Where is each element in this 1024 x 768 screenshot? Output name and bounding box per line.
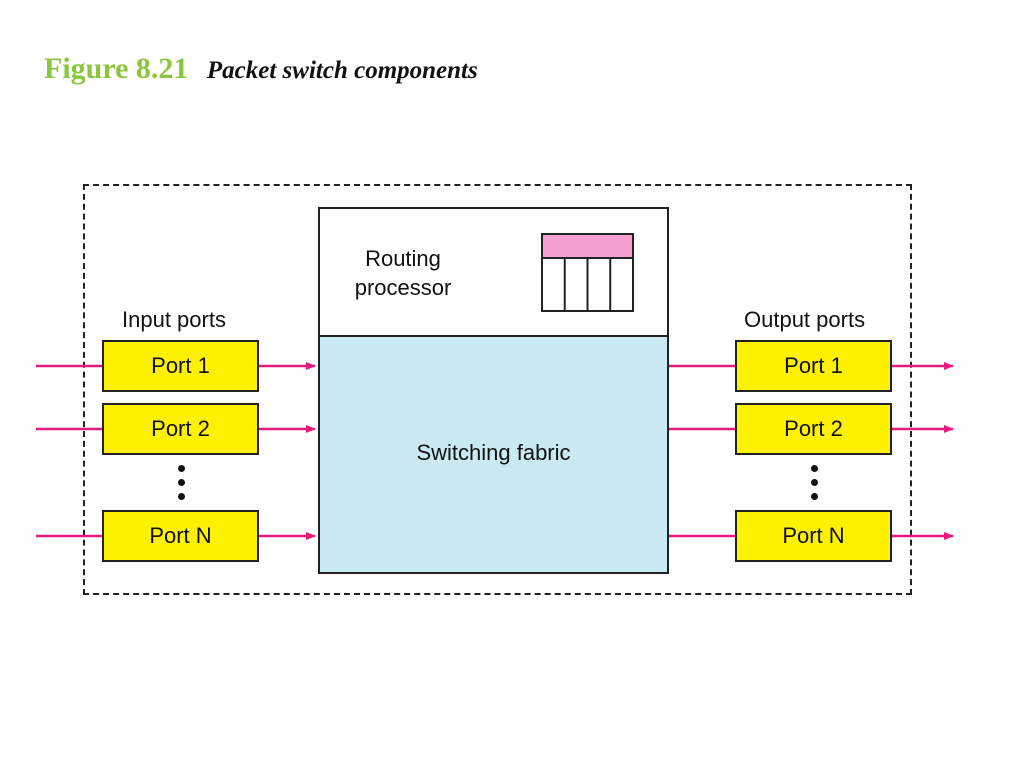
input-port-1: Port 1 (102, 340, 259, 392)
switching-fabric-label: Switching fabric (416, 440, 571, 465)
output-port-n: Port N (735, 510, 892, 562)
routing-table-icon (541, 233, 634, 312)
output-port-1: Port 1 (735, 340, 892, 392)
input-ports-label: Input ports (122, 307, 226, 332)
figure-caption: Figure 8.21 Packet switch components (44, 52, 478, 86)
figure-number: Figure 8.21 (44, 52, 189, 85)
input-port-n: Port N (102, 510, 259, 562)
switching-fabric-box (318, 335, 669, 574)
output-ports-label: Output ports (744, 307, 866, 332)
packet-switch-boundary (83, 184, 912, 595)
figure-title: Packet switch components (206, 57, 478, 84)
output-port-2: Port 2 (735, 403, 892, 455)
routing-processor-label: Routing processor (354, 246, 452, 300)
input-port-2: Port 2 (102, 403, 259, 455)
